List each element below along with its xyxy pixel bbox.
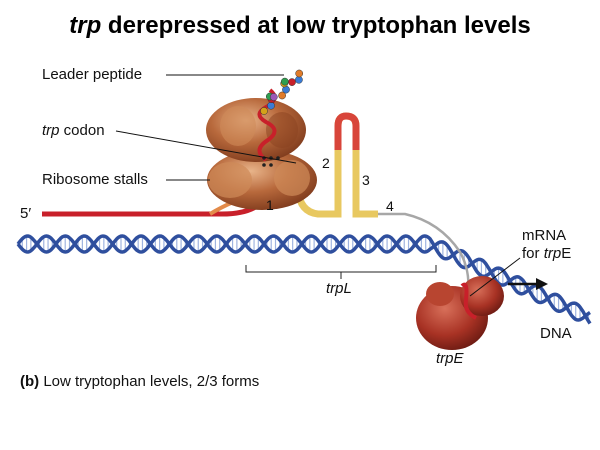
trpL-bracket [245, 265, 437, 279]
figure-caption: (b) Low tryptophan levels, 2/3 forms [20, 373, 259, 390]
transcription-direction-arrow [508, 278, 548, 290]
title-gene: trp [69, 12, 102, 39]
mrna-trpE [460, 282, 477, 320]
rna-polymerase [416, 276, 504, 350]
peptide-bead [280, 77, 289, 86]
dna-helix [16, 234, 592, 325]
dna-strand-b [16, 234, 591, 322]
mrna-line2-italic: trp [543, 245, 562, 262]
ribosome [206, 98, 317, 210]
title-rest: derepressed at low tryptophan levels [101, 12, 531, 39]
caption-panel: (b) [20, 373, 40, 390]
five-prime-label: 5′ [20, 205, 32, 222]
mrna-trpE-label: mRNA for trpE [522, 227, 571, 263]
region-3-label: 3 [362, 172, 370, 188]
trp-codon-rest: codon [59, 122, 105, 139]
peptide-bead [260, 107, 268, 115]
region-2-label: 2 [322, 155, 330, 171]
peptide-bead [295, 69, 304, 78]
figure-title: trp derepressed at low tryptophan levels [0, 12, 600, 40]
region-4-label: 4 [386, 198, 394, 214]
ribosome-stalls-label: Ribosome stalls [42, 171, 148, 188]
leader-peptide-label: Leader peptide [42, 66, 143, 83]
leader-peptide-beads [260, 69, 304, 115]
trp-codon-label: trp codon [42, 122, 105, 139]
trpE-label: trpE [436, 350, 464, 367]
dna-label: DNA [540, 325, 572, 342]
caption-text: Low tryptophan levels, 2/3 forms [39, 373, 260, 390]
trp-codon-italic: trp [42, 122, 60, 139]
region-1-label: 1 [266, 197, 274, 213]
mrna-trpE-pointer [469, 257, 521, 297]
peptide-bead [278, 91, 286, 100]
peptide-bead [269, 93, 278, 101]
mrna-line2: for trpE [522, 245, 571, 263]
mrna-region-4 [378, 212, 470, 291]
mrna-line2-prefix: for [522, 245, 544, 262]
hairpin-2-3-top [334, 112, 360, 150]
peptide-bead [288, 78, 296, 86]
peptide-bead [267, 101, 275, 110]
mrna-line2-suffix: E [561, 245, 572, 262]
trpL-label: trpL [326, 280, 352, 297]
trp-codon-pointer [115, 130, 297, 164]
mrna-line1: mRNA [522, 227, 567, 244]
